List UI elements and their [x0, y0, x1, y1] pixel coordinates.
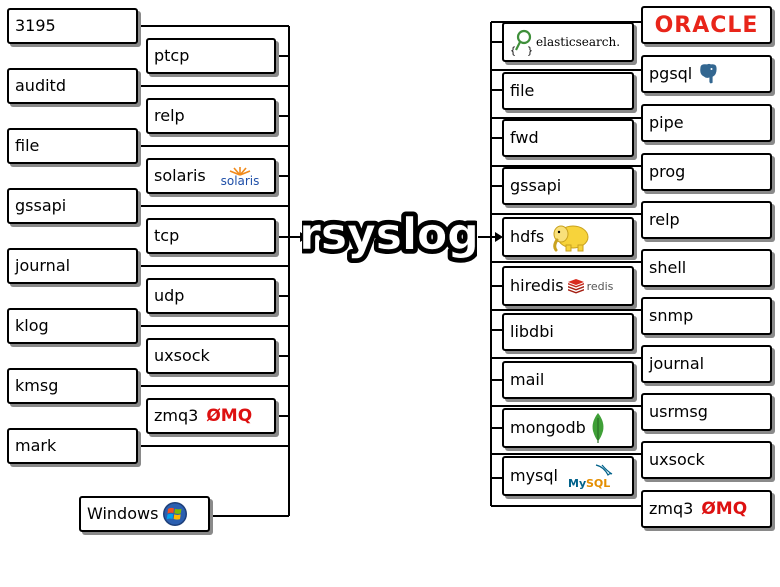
- input-module-relp: relp: [146, 98, 276, 134]
- redis-logo-icon: [567, 279, 584, 294]
- input-module-label: journal: [15, 256, 71, 275]
- input-module-udp: udp: [146, 278, 276, 314]
- output-module-libdbi: libdbi: [502, 313, 634, 351]
- input-module-label: klog: [15, 316, 49, 335]
- output-module-pgsql: pgsql: [641, 55, 772, 93]
- output-module-label: uxsock: [649, 450, 705, 469]
- output-module-label: file: [510, 81, 535, 100]
- output-module-hdfs: hdfs: [502, 217, 634, 257]
- input-module-label: 3195: [15, 16, 56, 35]
- svg-text:My: My: [568, 477, 586, 490]
- input-module-label: udp: [154, 286, 185, 305]
- input-module-3195: 3195: [7, 8, 138, 44]
- input-module-label: gssapi: [15, 196, 67, 215]
- output-module-mysql: mysql My SQL: [502, 456, 634, 496]
- input-module-label: file: [15, 136, 40, 155]
- output-module-pipe: pipe: [641, 104, 772, 142]
- input-module-uxsock: uxsock: [146, 338, 276, 374]
- input-module-ptcp: ptcp: [146, 38, 276, 74]
- output-module-relp: relp: [641, 201, 772, 239]
- input-module-journal: journal: [7, 248, 138, 284]
- rsyslog-title-text: rsyslog: [302, 211, 477, 260]
- oracle-logo-icon: ORACLE: [654, 12, 759, 38]
- output-module-label: relp: [649, 210, 680, 229]
- zmq-logo-icon: ØMQ: [206, 406, 253, 426]
- output-module-usrmsg: usrmsg: [641, 393, 772, 431]
- redis-logo-text: redis: [586, 279, 614, 293]
- output-module-label: hiredis: [510, 276, 564, 295]
- mysql-logo-icon: My SQL: [568, 464, 613, 490]
- svg-text:solaris: solaris: [220, 174, 259, 188]
- input-module-solaris: solaris solaris: [146, 158, 276, 194]
- output-module-label: pgsql: [649, 64, 693, 83]
- rsyslog-title: rsyslog rsyslog: [302, 211, 477, 263]
- output-module-label: shell: [649, 258, 687, 277]
- output-module-zmq3: zmq3 ØMQ: [641, 490, 772, 528]
- output-module-uxsock: uxsock: [641, 441, 772, 479]
- input-module-klog: klog: [7, 308, 138, 344]
- input-module-label: relp: [154, 106, 185, 125]
- input-module-label: uxsock: [154, 346, 210, 365]
- input-module-label: kmsg: [15, 376, 59, 395]
- input-module-label: solaris: [154, 166, 206, 185]
- zmq-logo-icon: ØMQ: [701, 499, 748, 519]
- input-module-gssapi: gssapi: [7, 188, 138, 224]
- input-module-kmsg: kmsg: [7, 368, 138, 404]
- output-module-mongodb: mongodb: [502, 408, 634, 448]
- output-module-label: fwd: [510, 128, 539, 147]
- input-module-label: Windows: [87, 504, 159, 523]
- svg-text:{: {: [510, 46, 516, 56]
- output-module-elasticsearch: { } elasticsearch.: [502, 22, 634, 62]
- hadoop-elephant-icon: [553, 225, 589, 252]
- input-module-label: zmq3: [154, 406, 199, 425]
- output-module-hiredis: hiredis redis: [502, 266, 634, 306]
- input-module-label: auditd: [15, 76, 66, 95]
- solaris-logo-icon: solaris: [220, 167, 259, 188]
- output-module-label: elasticsearch.: [536, 35, 621, 49]
- output-module-label: journal: [649, 354, 705, 373]
- input-module-label: mark: [15, 436, 57, 455]
- output-module-label: gssapi: [510, 176, 562, 195]
- output-module-label: zmq3: [649, 499, 694, 518]
- output-module-label: usrmsg: [649, 402, 708, 421]
- output-module-label: mail: [510, 370, 545, 389]
- output-module-snmp: snmp: [641, 297, 772, 335]
- output-module-gssapi: gssapi: [502, 167, 634, 205]
- mongodb-leaf-icon: [592, 413, 604, 443]
- input-module-label: ptcp: [154, 46, 190, 65]
- svg-text:}: }: [527, 46, 533, 56]
- output-module-label: hdfs: [510, 227, 545, 246]
- input-module-file: file: [7, 128, 138, 164]
- output-module-mail: mail: [502, 361, 634, 399]
- input-module-windows: Windows: [79, 496, 210, 532]
- output-module-prog: prog: [641, 153, 772, 191]
- elasticsearch-logo-icon: { }: [510, 29, 533, 56]
- output-module-file: file: [502, 72, 634, 110]
- output-module-journal: journal: [641, 345, 772, 383]
- output-module-label: pipe: [649, 113, 684, 132]
- input-module-mark: mark: [7, 428, 138, 464]
- output-module-label: libdbi: [510, 322, 554, 341]
- svg-text:SQL: SQL: [586, 477, 610, 490]
- output-module-oracle: ORACLE: [641, 6, 772, 44]
- postgresql-elephant-icon: [699, 63, 718, 85]
- output-module-label: snmp: [649, 306, 694, 325]
- output-module-label: mysql: [510, 466, 558, 485]
- output-module-fwd: fwd: [502, 119, 634, 157]
- input-module-auditd: auditd: [7, 68, 138, 104]
- input-module-tcp: tcp: [146, 218, 276, 254]
- windows-logo-icon: [163, 502, 188, 526]
- output-module-shell: shell: [641, 249, 772, 287]
- input-module-label: tcp: [154, 226, 180, 245]
- output-module-label: mongodb: [510, 418, 586, 437]
- output-module-label: prog: [649, 162, 686, 181]
- svg-text:rsyslog: rsyslog: [302, 211, 477, 260]
- input-module-zmq3: zmq3 ØMQ: [146, 398, 276, 434]
